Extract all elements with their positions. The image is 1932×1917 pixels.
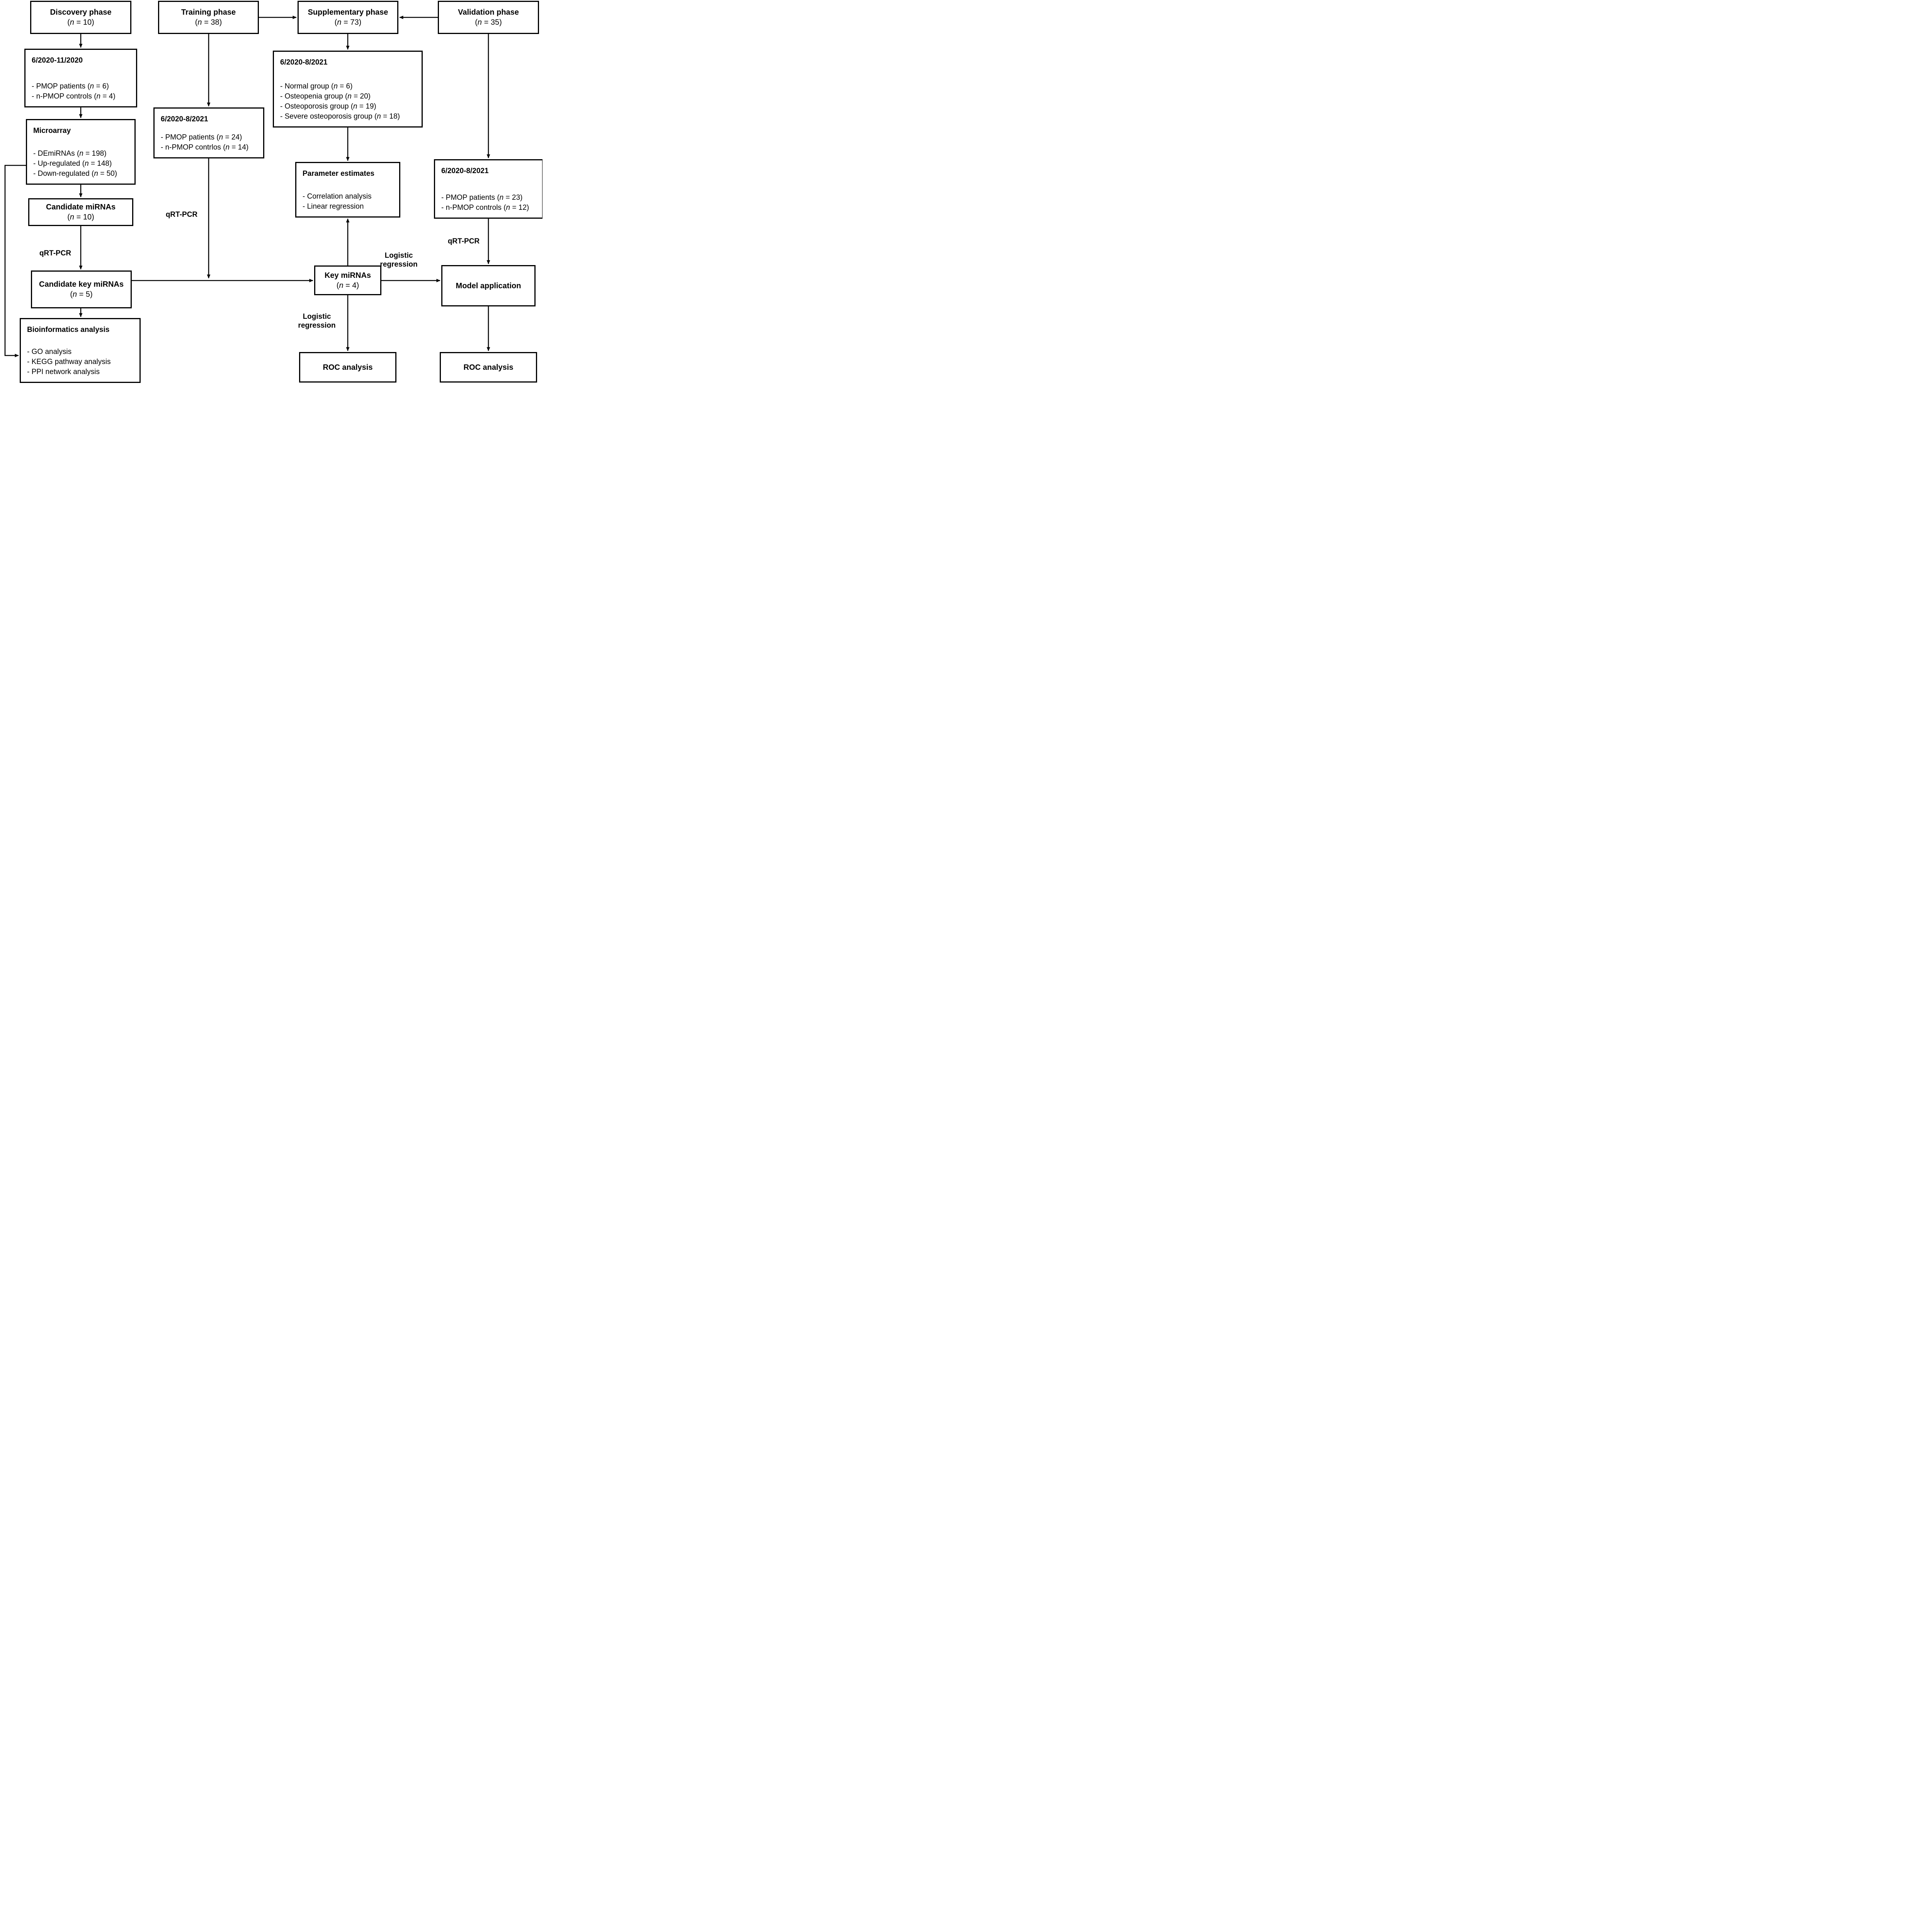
candidate-mirnas-count: (n = 10) <box>67 213 94 221</box>
list-item: - Linear regression <box>303 202 364 211</box>
parameter-estimates-items: - Correlation analysis - Linear regressi… <box>303 192 371 212</box>
list-item: - n-PMOP controls (n = 4) <box>32 92 116 100</box>
list-item: - PMOP patients (n = 6) <box>32 82 109 90</box>
supplementary-details-heading: 6/2020-8/2021 <box>280 58 328 66</box>
supplementary-details-box: 6/2020-8/2021 - Normal group (n = 6) - O… <box>273 51 423 128</box>
roc-analysis-right-box: ROC analysis <box>440 352 537 383</box>
key-mirnas-title: Key miRNAs <box>324 271 371 280</box>
logistic-regression-right-line1: Logistic <box>384 252 413 260</box>
candidate-key-mirnas-box: Candidate key miRNAs (n = 5) <box>31 270 132 308</box>
key-mirnas-count: (n = 4) <box>336 281 359 290</box>
training-phase-title: Training phase <box>181 8 236 17</box>
discovery-phase-count: (n = 10) <box>67 18 94 27</box>
key-mirnas-box: Key miRNAs (n = 4) <box>314 265 381 295</box>
bioinformatics-box: Bioinformatics analysis - GO analysis - … <box>20 318 141 383</box>
logistic-regression-label-right: Logistic regression <box>376 251 422 269</box>
list-item: - PMOP patients (n = 23) <box>441 194 523 202</box>
list-item: - PPI network analysis <box>27 368 100 376</box>
validation-details-heading: 6/2020-8/2021 <box>441 167 489 175</box>
list-item: - PMOP patients (n = 24) <box>161 133 242 141</box>
validation-phase-box: Validation phase (n = 35) <box>438 1 539 34</box>
logistic-regression-bottom-line2: regression <box>298 321 336 330</box>
candidate-key-mirnas-title: Candidate key miRNAs <box>39 280 124 289</box>
supplementary-details-items: - Normal group (n = 6) - Osteopenia grou… <box>280 82 400 122</box>
validation-details-box: 6/2020-8/2021 - PMOP patients (n = 23) -… <box>434 159 543 219</box>
supplementary-phase-box: Supplementary phase (n = 73) <box>298 1 398 34</box>
list-item: - GO analysis <box>27 348 72 356</box>
list-item: - Down-regulated (n = 50) <box>33 170 117 178</box>
qrt-pcr-label-middle: qRT-PCR <box>165 211 198 219</box>
discovery-phase-box: Discovery phase (n = 10) <box>30 1 131 34</box>
list-item: - Up-regulated (n = 148) <box>33 160 112 168</box>
discovery-details-heading: 6/2020-11/2020 <box>32 56 83 65</box>
bioinformatics-heading: Bioinformatics analysis <box>27 326 110 334</box>
parameter-estimates-box: Parameter estimates - Correlation analys… <box>295 162 400 218</box>
list-item: - n-PMOP controls (n = 12) <box>441 204 529 212</box>
list-item: - Correlation analysis <box>303 192 372 201</box>
discovery-details-box: 6/2020-11/2020 - PMOP patients (n = 6) -… <box>24 49 137 107</box>
training-details-box: 6/2020-8/2021 - PMOP patients (n = 24) -… <box>153 107 264 158</box>
roc-analysis-middle-title: ROC analysis <box>323 363 373 372</box>
list-item: - Normal group (n = 6) <box>280 82 353 90</box>
list-item: - DEmiRNAs (n = 198) <box>33 150 107 158</box>
candidate-mirnas-title: Candidate miRNAs <box>46 203 116 211</box>
roc-analysis-middle-box: ROC analysis <box>299 352 396 383</box>
list-item: - n-PMOP contrlos (n = 14) <box>161 143 249 151</box>
model-application-box: Model application <box>441 265 536 306</box>
qrt-pcr-label-left: qRT-PCR <box>39 249 71 257</box>
list-item: - Osteoporosis group (n = 19) <box>280 102 376 111</box>
model-application-title: Model application <box>456 281 521 290</box>
supplementary-phase-title: Supplementary phase <box>308 8 388 17</box>
qrt-pcr-label-right: qRT-PCR <box>447 237 480 245</box>
microarray-heading: Microarray <box>33 127 71 135</box>
parameter-estimates-heading: Parameter estimates <box>303 170 374 178</box>
training-phase-count: (n = 38) <box>195 18 222 27</box>
candidate-mirnas-box: Candidate miRNAs (n = 10) <box>28 198 133 226</box>
training-details-heading: 6/2020-8/2021 <box>161 115 208 123</box>
list-item: - KEGG pathway analysis <box>27 358 111 366</box>
logistic-regression-label-bottom: Logistic regression <box>292 312 342 330</box>
microarray-items: - DEmiRNAs (n = 198) - Up-regulated (n =… <box>33 149 117 179</box>
training-details-items: - PMOP patients (n = 24) - n-PMOP contrl… <box>161 133 248 153</box>
list-item: - Severe osteoporosis group (n = 18) <box>280 112 400 121</box>
validation-details-items: - PMOP patients (n = 23) - n-PMOP contro… <box>441 193 529 213</box>
logistic-regression-bottom-line1: Logistic <box>303 313 331 321</box>
discovery-phase-title: Discovery phase <box>50 8 112 17</box>
roc-analysis-right-title: ROC analysis <box>463 363 514 372</box>
flowchart-canvas: Discovery phase (n = 10) Training phase … <box>0 0 543 383</box>
training-phase-box: Training phase (n = 38) <box>158 1 259 34</box>
validation-phase-count: (n = 35) <box>475 18 502 27</box>
bioinformatics-items: - GO analysis - KEGG pathway analysis - … <box>27 347 111 377</box>
list-item: - Osteopenia group (n = 20) <box>280 92 371 100</box>
supplementary-phase-count: (n = 73) <box>334 18 362 27</box>
candidate-key-mirnas-count: (n = 5) <box>70 290 93 299</box>
discovery-details-items: - PMOP patients (n = 6) - n-PMOP control… <box>32 82 116 102</box>
logistic-regression-right-line2: regression <box>380 260 418 269</box>
validation-phase-title: Validation phase <box>458 8 519 17</box>
microarray-box: Microarray - DEmiRNAs (n = 198) - Up-reg… <box>26 119 136 185</box>
